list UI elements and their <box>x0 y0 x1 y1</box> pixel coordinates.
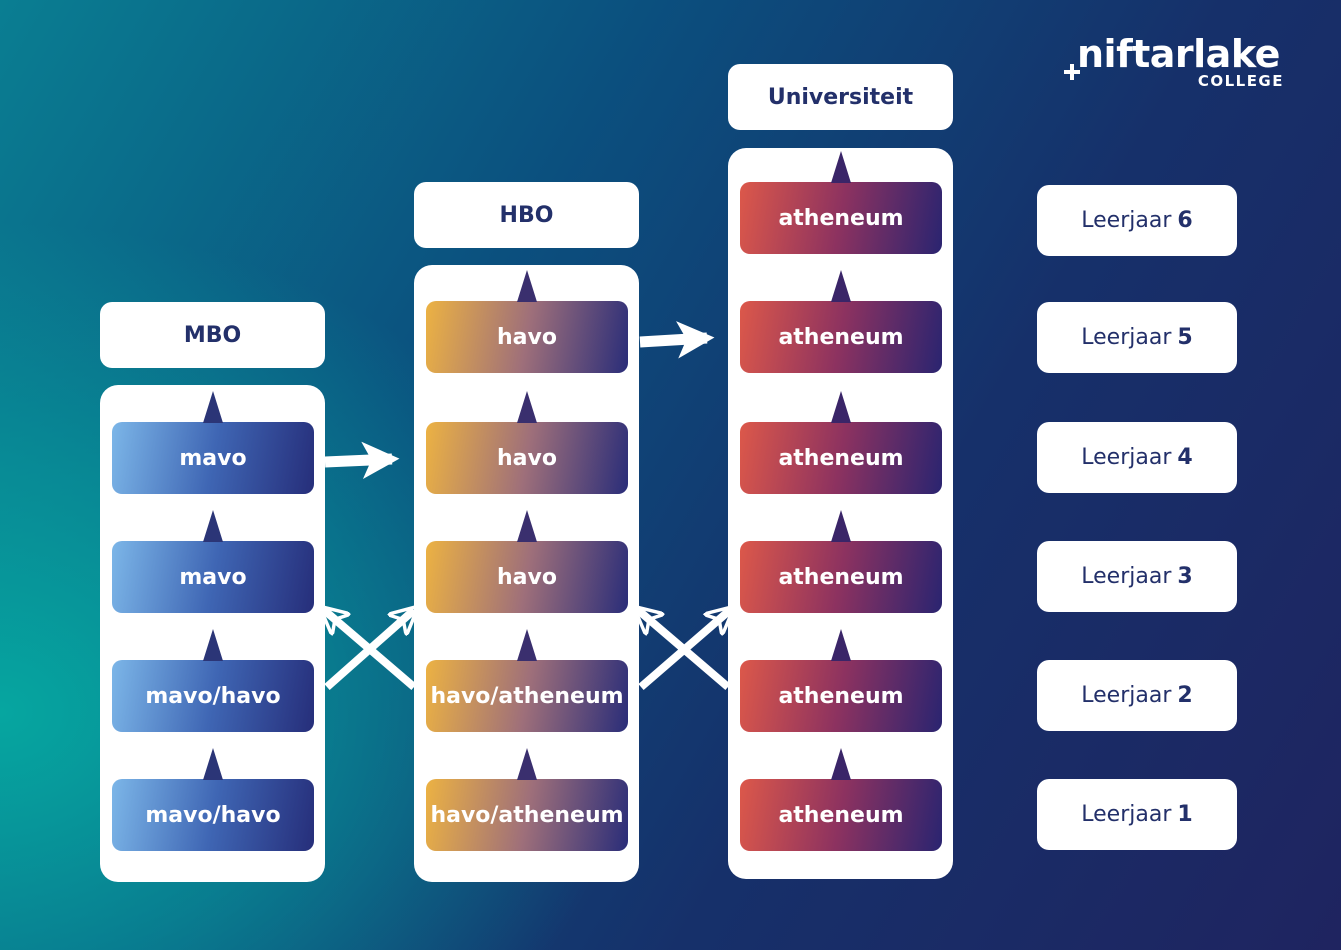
track-pointer <box>831 391 851 423</box>
track-label: mavo/havo <box>145 683 281 709</box>
track-pointer <box>831 510 851 542</box>
logo-wordmark: niftarlake <box>1077 32 1280 76</box>
track-pointer <box>831 270 851 302</box>
track-hbo-havo-3: havo <box>426 510 628 613</box>
track-label: atheneum <box>778 802 904 828</box>
track-label: mavo <box>179 445 247 471</box>
track-pointer <box>831 748 851 780</box>
track-mbo-mavo-havo-2: mavo/havo <box>112 629 314 732</box>
track-pointer <box>517 629 537 661</box>
universiteit-header: Universiteit <box>728 64 953 130</box>
leerjaar-label: Leerjaar <box>1081 445 1172 470</box>
leerjaar-number: 4 <box>1177 445 1193 470</box>
track-label: mavo <box>179 564 247 590</box>
track-mbo-mavo-4: mavo <box>112 391 314 494</box>
track-label: havo <box>497 445 557 471</box>
track-mbo-mavo-3: mavo <box>112 510 314 613</box>
leerjaar-label: Leerjaar <box>1081 683 1172 708</box>
track-uni-atheneum-4: atheneum <box>740 391 942 494</box>
track-label: atheneum <box>778 205 904 231</box>
leerjaar-label: Leerjaar <box>1081 325 1172 350</box>
track-pointer <box>203 510 223 542</box>
track-label: atheneum <box>778 683 904 709</box>
track-pointer <box>203 391 223 423</box>
niftarlake-logo: niftarlake COLLEGE <box>1062 32 1292 96</box>
leerjaar-number: 2 <box>1177 683 1193 708</box>
leerjaar-label: Leerjaar <box>1081 802 1172 827</box>
track-pointer <box>517 748 537 780</box>
track-label: atheneum <box>778 324 904 350</box>
plus-icon <box>1064 64 1080 80</box>
track-pointer <box>517 391 537 423</box>
track-uni-atheneum-6: atheneum <box>740 151 942 254</box>
track-pointer <box>517 510 537 542</box>
track-hbo-havo-5: havo <box>426 270 628 373</box>
track-uni-atheneum-3: atheneum <box>740 510 942 613</box>
track-uni-atheneum-1: atheneum <box>740 748 942 851</box>
track-label: atheneum <box>778 445 904 471</box>
track-pointer <box>831 629 851 661</box>
track-pointer <box>831 151 851 183</box>
arrow-uni-down-to-hbo <box>638 610 731 691</box>
track-hbo-havo-atheneum-1: havo/atheneum <box>426 748 628 851</box>
logo-subtitle: COLLEGE <box>1197 72 1284 90</box>
track-pointer <box>203 748 223 780</box>
leerjaar-number: 3 <box>1177 564 1193 589</box>
arrow-hbo-to-uni <box>639 321 715 359</box>
track-label: havo <box>497 324 557 350</box>
track-uni-atheneum-5: atheneum <box>740 270 942 373</box>
track-hbo-havo-4: havo <box>426 391 628 494</box>
leerjaar-number: 6 <box>1177 208 1193 233</box>
track-label: mavo/havo <box>145 802 281 828</box>
arrow-mbo-to-hbo <box>324 441 400 480</box>
leerjaar-label: Leerjaar <box>1081 208 1172 233</box>
hbo-header: HBO <box>414 182 639 248</box>
track-pointer <box>203 629 223 661</box>
track-label: atheneum <box>778 564 904 590</box>
track-uni-atheneum-2: atheneum <box>740 629 942 732</box>
arrow-hbo-down-to-mbo <box>324 610 417 691</box>
leerjaar-number: 5 <box>1177 325 1193 350</box>
track-label: havo/atheneum <box>430 802 624 828</box>
mbo-header: MBO <box>100 302 325 368</box>
track-hbo-havo-atheneum-2: havo/atheneum <box>426 629 628 732</box>
leerjaar-number: 1 <box>1177 802 1193 827</box>
track-label: havo <box>497 564 557 590</box>
track-mbo-mavo-havo-1: mavo/havo <box>112 748 314 851</box>
leerjaar-label: Leerjaar <box>1081 564 1172 589</box>
track-label: havo/atheneum <box>430 683 624 709</box>
track-pointer <box>517 270 537 302</box>
